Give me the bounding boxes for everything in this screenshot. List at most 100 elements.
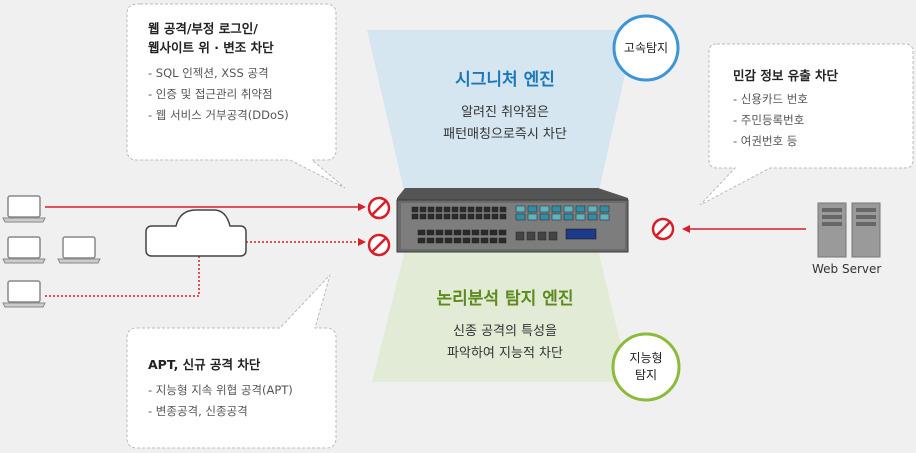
- web-server-label: Web Server: [812, 262, 882, 276]
- appliance-port: [427, 206, 435, 213]
- appliance-port: [475, 213, 483, 220]
- intelligent-badge: [611, 332, 681, 402]
- appliance-port: [498, 229, 507, 236]
- appliance-port: [499, 206, 507, 213]
- intelligent-badge-label: 지능형 탐지: [614, 350, 678, 384]
- callout-title-line: 웹 공격/부정 로그인/: [148, 21, 258, 36]
- engine-desc-line: 신종 공격의 특성을: [453, 324, 557, 339]
- callout-item: - 지능형 지속 위협 공격(APT): [148, 383, 293, 397]
- appliance-port: [435, 206, 443, 213]
- appliance-fiber-port: [563, 213, 574, 221]
- signature-engine-cone: [367, 30, 635, 195]
- callout-item: - 주민등록번호: [733, 113, 805, 127]
- callout-title-line: 웹사이트 위 · 변조 차단: [148, 40, 274, 55]
- appliance-port: [537, 231, 547, 241]
- appliance-fiber-port: [599, 205, 610, 213]
- appliance-port: [435, 229, 444, 236]
- callout-right: [699, 43, 914, 206]
- appliance-port: [491, 213, 499, 220]
- high-speed-badge: [612, 14, 680, 82]
- appliance-fiber-port: [563, 205, 574, 213]
- callout-title: 민감 정보 유출 차단: [733, 68, 839, 83]
- network-appliance-icon: [396, 188, 629, 253]
- appliance-port: [526, 231, 536, 241]
- arrowhead-top: [358, 203, 366, 211]
- callout-item: - 인증 및 접근관리 취약점: [148, 87, 273, 101]
- appliance-port: [444, 229, 453, 236]
- appliance-port: [475, 206, 483, 213]
- signature-engine-desc: 알려진 취약점은 패턴매칭으로즉시 차단: [395, 102, 615, 146]
- appliance-fiber-port: [587, 205, 598, 213]
- appliance-port: [419, 213, 427, 220]
- callout-title: APT, 신규 공격 차단: [148, 357, 261, 372]
- engine-desc-line: 파악하여 지능적 차단: [447, 346, 563, 361]
- logic-engine-title: 논리분석 탐지 엔진: [436, 289, 574, 309]
- appliance-port: [426, 237, 435, 244]
- callout-top-left: [126, 3, 346, 189]
- high-speed-badge-label: 고속탐지: [623, 41, 669, 55]
- cloud-icon: [145, 209, 247, 257]
- appliance-port: [453, 237, 462, 244]
- prohibited-icon: [651, 217, 675, 241]
- engine-desc-line: 패턴매칭으로즉시 차단: [443, 127, 567, 142]
- arrowhead-server: [682, 225, 690, 233]
- appliance-fiber-port: [575, 213, 586, 221]
- appliance-port: [435, 237, 444, 244]
- appliance-port: [411, 206, 419, 213]
- appliance-port: [467, 213, 475, 220]
- appliance-port: [499, 213, 507, 220]
- appliance-port: [419, 206, 427, 213]
- appliance-port: [459, 213, 467, 220]
- data-leak-callout: 민감 정보 유출 차단 - 신용카드 번호 - 주민등록번호 - 여권번호 등: [733, 66, 903, 152]
- prohibited-icon: [367, 196, 391, 220]
- appliance-port: [417, 237, 426, 244]
- appliance-port: [483, 206, 491, 213]
- callout-item: - SQL 인젝션, XSS 공격: [148, 66, 269, 80]
- appliance-fiber-port: [551, 205, 562, 213]
- badge-line: 지능형: [629, 351, 663, 365]
- logic-engine-cone: [372, 250, 630, 382]
- appliance-fiber-port: [575, 205, 586, 213]
- laptop-icon: [57, 236, 101, 264]
- appliance-port: [462, 237, 471, 244]
- signature-engine-title: 시그니처 엔진: [455, 70, 555, 90]
- connection-line-bottom: [45, 255, 200, 297]
- appliance-port: [480, 237, 489, 244]
- appliance-port: [498, 237, 507, 244]
- appliance-port: [435, 213, 443, 220]
- appliance-port: [480, 229, 489, 236]
- appliance-fiber-port: [515, 213, 526, 221]
- callout-item: - 신용카드 번호: [733, 92, 808, 106]
- appliance-fiber-port: [527, 213, 538, 221]
- appliance-port: [515, 231, 525, 241]
- appliance-port: [491, 206, 499, 213]
- appliance-port: [443, 213, 451, 220]
- appliance-fiber-port: [587, 213, 598, 221]
- callout-item: - 웹 서비스 거부공격(DDoS): [148, 108, 289, 122]
- appliance-port: [426, 229, 435, 236]
- web-attack-callout: 웹 공격/부정 로그인/ 웹사이트 위 · 변조 차단 - SQL 인젝션, X…: [148, 19, 328, 126]
- appliance-fiber-port: [539, 205, 550, 213]
- appliance-port: [489, 237, 498, 244]
- server-icon: [817, 202, 881, 258]
- appliance-fiber-port: [539, 213, 550, 221]
- appliance-fiber-port: [551, 213, 562, 221]
- appliance-port: [451, 206, 459, 213]
- appliance-port: [471, 229, 480, 236]
- engine-desc-line: 알려진 취약점은: [461, 105, 549, 120]
- appliance-port: [444, 237, 453, 244]
- appliance-port: [459, 206, 467, 213]
- appliance-port: [471, 237, 480, 244]
- appliance-port: [411, 213, 419, 220]
- callout-bottom-left: [126, 274, 337, 449]
- appliance-port: [548, 231, 558, 241]
- appliance-port: [483, 213, 491, 220]
- appliance-fiber-port: [527, 205, 538, 213]
- laptop-icon: [2, 195, 46, 223]
- appliance-fiber-port: [515, 205, 526, 213]
- appliance-fiber-port: [599, 213, 610, 221]
- appliance-port: [443, 206, 451, 213]
- prohibited-icon: [367, 233, 391, 257]
